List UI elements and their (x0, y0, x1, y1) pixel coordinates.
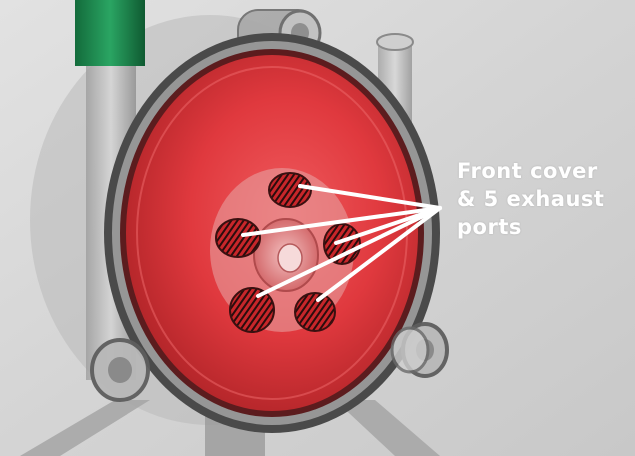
exhaust-ports (215, 172, 361, 333)
pointer-lines (241, 184, 442, 302)
annotation-label: Front cover & 5 exhaust ports (457, 157, 604, 241)
annotation-line-1: Front cover (457, 159, 598, 183)
annotation-line-3: ports (457, 215, 522, 239)
annotation-line-2: & 5 exhaust (457, 187, 605, 211)
